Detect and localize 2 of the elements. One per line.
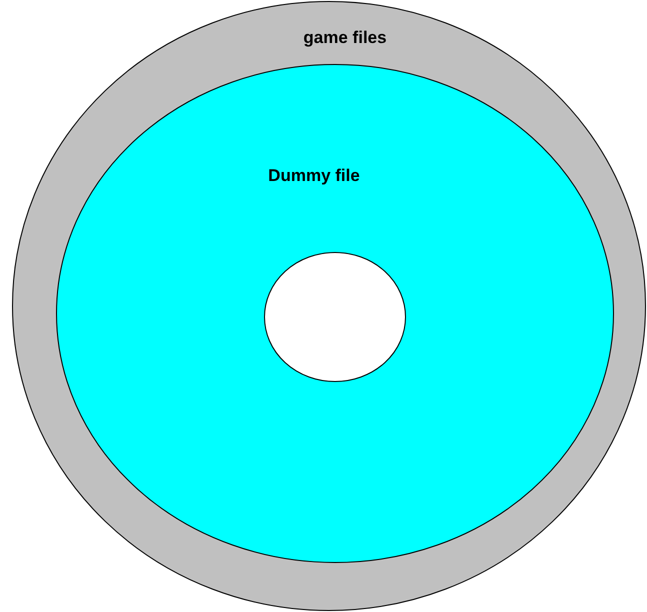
- region-label: Dummy file: [268, 166, 360, 186]
- region-label: game files: [303, 28, 387, 48]
